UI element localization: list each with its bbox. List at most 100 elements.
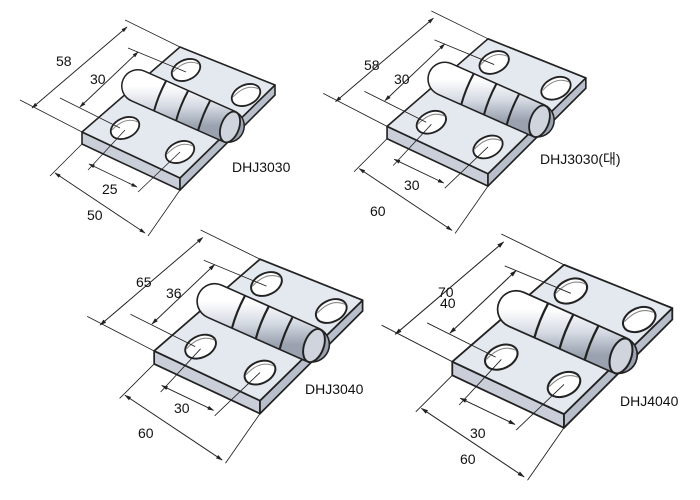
hinge-drawing (87, 229, 364, 464)
extension-line (87, 129, 126, 171)
mounting-hole-icon (621, 305, 657, 334)
dim-hole-pitch-width: 30 (470, 425, 486, 441)
hole-shadow (111, 119, 139, 131)
hinge-dhj3040: DHJ3040 65 36 30 60 (87, 229, 364, 464)
dim-line-overall-width (420, 407, 525, 478)
knuckle-segment-line (533, 303, 550, 339)
mounting-hole-icon (230, 83, 262, 107)
extension-line (160, 348, 201, 393)
model-label: DHJ4040 (620, 393, 679, 409)
extension-line (527, 427, 565, 481)
mounting-hole-icon (540, 75, 572, 101)
dim-hole-pitch-length: 40 (440, 295, 456, 311)
dim-overall-length: 58 (364, 57, 380, 73)
knuckle-segment-line (460, 73, 475, 105)
extension-line (225, 413, 261, 464)
dim-hole-pitch-length: 30 (90, 71, 106, 87)
knuckle-segment-line (175, 90, 189, 122)
dim-overall-length: 58 (56, 53, 72, 69)
dim-line-overall-length (31, 26, 128, 109)
dim-overall-length: 65 (136, 274, 152, 290)
hole-shadow (548, 375, 580, 388)
knuckle-segment-line (254, 306, 270, 340)
dim-overall-width: 50 (87, 207, 103, 223)
dim-hole-pitch-width: 25 (102, 181, 118, 197)
hinge-dhj3030-large: DHJ3030(대) 58 30 30 60 (323, 10, 621, 234)
hole-shadow (232, 86, 260, 98)
extension-line (200, 229, 261, 260)
dim-line-overall-width (358, 168, 453, 231)
dim-hole-pitch-width: 30 (174, 400, 190, 416)
hole-shadow (555, 281, 586, 294)
knuckle-barrel (428, 63, 554, 137)
knuckle-segment-line (505, 93, 520, 126)
mounting-hole-icon (415, 109, 447, 135)
hole-shadow (316, 302, 346, 314)
hole-shadow (486, 347, 517, 360)
mounting-hole-icon (250, 271, 283, 297)
hole-shadow (245, 363, 275, 376)
mounting-hole-icon (553, 277, 589, 305)
knuckle-segment-line (278, 316, 294, 351)
extension-line (19, 99, 83, 133)
extension-line (353, 138, 388, 172)
knuckle-segment-line (197, 100, 211, 132)
extension-line (501, 233, 565, 266)
hole-shadow (542, 79, 570, 91)
mounting-hole-icon (184, 333, 217, 360)
dim-overall-width: 60 (460, 451, 476, 467)
model-label: DHJ3030(대) (540, 151, 621, 167)
extension-line (87, 316, 155, 352)
knuckle-segment-line (482, 83, 498, 116)
knuckle-segment-line (558, 314, 575, 350)
dim-overall-width: 60 (370, 203, 386, 219)
hole-shadow (252, 275, 281, 287)
knuckle-barrel (122, 70, 244, 142)
extension-line (49, 143, 83, 177)
knuckle-barrel (197, 284, 329, 362)
hole-shadow (624, 310, 655, 323)
dim-line-hole-pitch-length (449, 269, 517, 334)
hole-shadow (172, 61, 200, 73)
dim-line-overall-length (394, 241, 505, 335)
extension-line (458, 359, 502, 406)
dim-overall-length: 70 (438, 284, 454, 300)
extension-line (431, 10, 489, 40)
extension-line (454, 185, 489, 234)
knuckle-barrel (498, 291, 637, 373)
knuckle-segment-line (230, 295, 246, 329)
dim-line-overall-length (99, 237, 204, 326)
hinge-drawing (19, 19, 276, 237)
extension-line (392, 124, 432, 166)
dim-line-hole-pitch-length (79, 51, 139, 108)
mounting-hole-icon (484, 343, 519, 371)
dim-hole-pitch-width: 30 (404, 177, 420, 193)
dim-hole-pitch-length: 30 (394, 71, 410, 87)
model-label: DHJ3040 (305, 381, 364, 397)
dim-line-hole-pitch-width (459, 397, 516, 425)
extension-line (381, 324, 453, 363)
hole-shadow (417, 113, 445, 125)
extension-line (415, 375, 453, 413)
dim-overall-width: 60 (138, 425, 154, 441)
hinge-drawing (381, 233, 674, 481)
hole-shadow (186, 337, 215, 350)
extension-line (147, 189, 181, 237)
mounting-hole-icon (109, 116, 141, 140)
extension-line (119, 363, 155, 399)
model-label: DHJ3030 (232, 159, 291, 175)
knuckle-end-cap (528, 104, 551, 138)
knuckle-end-cap (302, 328, 326, 364)
knuckle-end-cap (608, 337, 634, 375)
mounting-hole-icon (314, 298, 348, 324)
mounting-hole-icon (478, 50, 510, 75)
dim-hole-pitch-length: 36 (166, 285, 182, 301)
extension-line (124, 19, 181, 48)
dim-line-overall-width (54, 172, 146, 234)
knuckle-segment-line (153, 80, 167, 112)
hole-shadow (480, 54, 508, 65)
dim-line-overall-width (124, 394, 223, 461)
extension-line (323, 93, 388, 127)
hole-shadow (474, 138, 502, 150)
